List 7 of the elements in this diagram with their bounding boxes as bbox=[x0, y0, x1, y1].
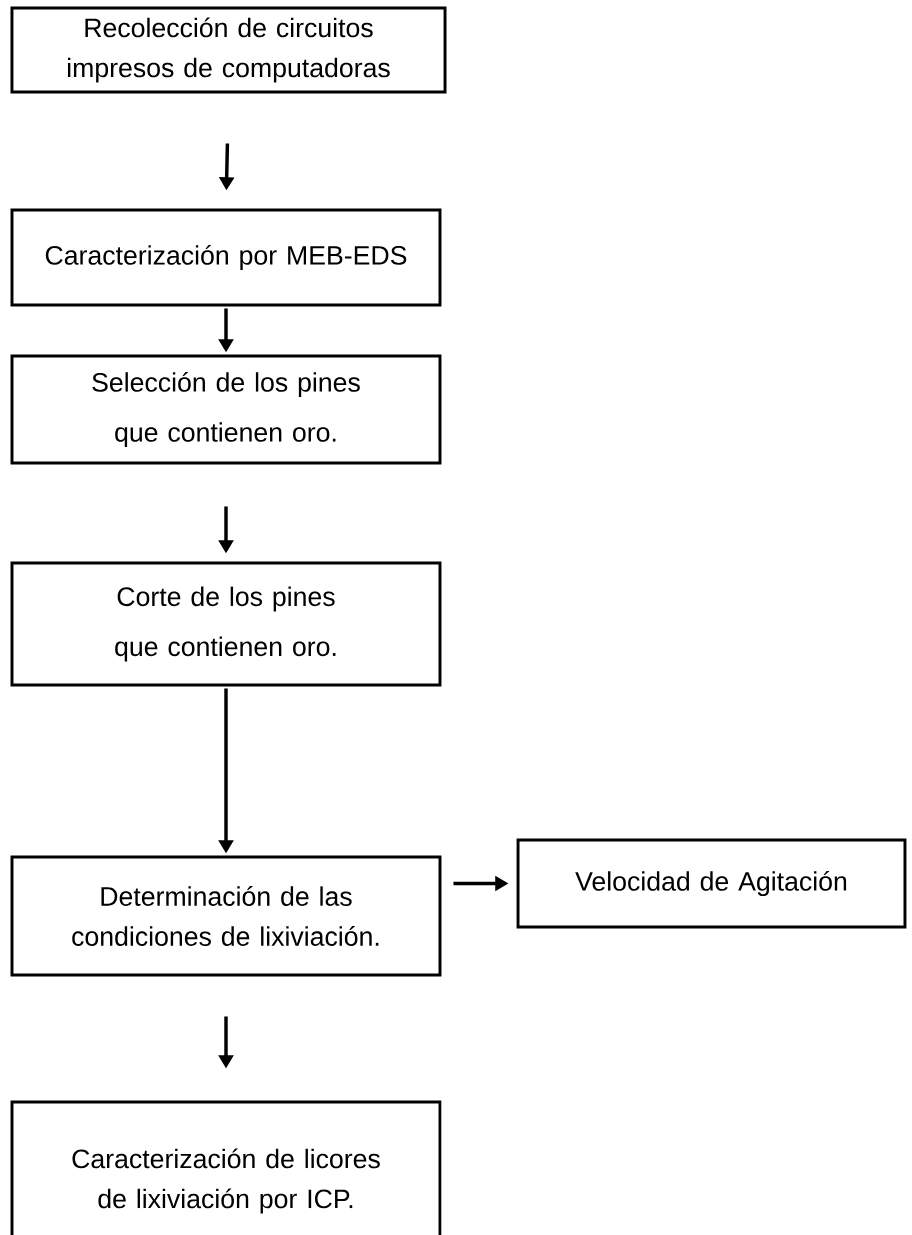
process-box: Caracterización por MEB-EDS bbox=[10, 208, 442, 307]
process-box: Caracterización de licores de lixiviación por ICP. bbox=[10, 1100, 442, 1235]
process-box: Determinación de las condiciones de lixiviación. bbox=[10, 855, 442, 977]
process-box: Recolección de circuitos impresos de computadoras bbox=[10, 6, 447, 94]
process-box: Corte de los pines que contienen oro. bbox=[10, 561, 442, 687]
process-box: Selección de los pines que contienen oro. bbox=[10, 354, 442, 465]
process-box: Velocidad de Agitación bbox=[516, 838, 907, 929]
